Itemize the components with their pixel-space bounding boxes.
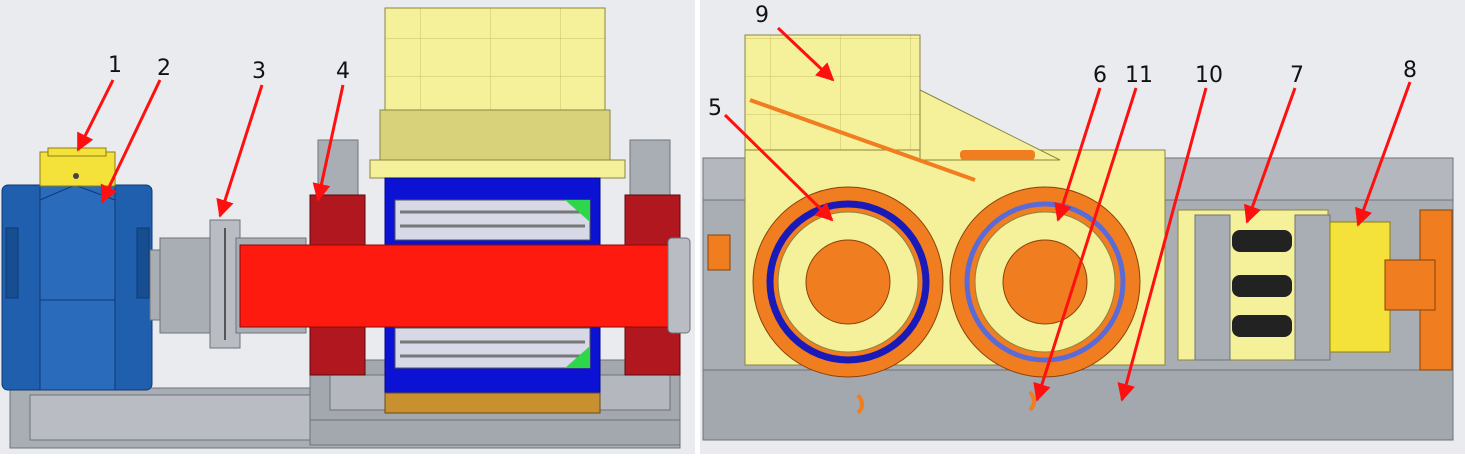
right-front-view [702,34,1454,441]
callout-arrow-1 [76,79,115,152]
callout-label-11: 11 [1125,63,1153,88]
main-shaft [239,244,671,328]
callout-label-6: 6 [1093,63,1107,88]
callout-label-5: 5 [708,96,722,121]
callout-arrows [76,26,1412,402]
hydraulic-cylinder [1329,221,1436,353]
callout-label-4: 4 [336,59,350,84]
shaft-end-cap [667,237,691,334]
fixed-roll [752,186,944,378]
callout-arrow-3 [216,84,264,218]
motor [1,184,153,391]
callout-arrow-8 [1355,81,1412,227]
callout-arrow-5 [723,113,834,222]
left-section-view [1,7,691,449]
callout-arrow-4 [312,84,345,202]
callout-arrow-9 [776,26,835,82]
callout-arrow-11 [1033,87,1138,402]
callout-label-3: 3 [252,59,266,84]
callout-label-7: 7 [1290,63,1304,88]
callout-arrow-2 [100,79,162,204]
callout-label-9: 9 [755,3,769,28]
terminal-box [39,147,116,187]
callout-label-8: 8 [1403,58,1417,83]
callout-arrow-7 [1243,87,1297,224]
callout-label-1: 1 [108,53,122,78]
feed-hopper [369,7,626,179]
movable-roll [949,186,1141,378]
callout-labels: 1 2 3 4 5 6 7 8 9 10 11 [108,3,1417,121]
callout-arrow-10 [1117,87,1208,402]
spring-assembly [1177,209,1331,361]
callout-label-10: 10 [1195,63,1223,88]
callout-arrow-6 [1054,87,1102,222]
callout-label-2: 2 [157,56,171,81]
lifting-hook-left [856,393,864,415]
